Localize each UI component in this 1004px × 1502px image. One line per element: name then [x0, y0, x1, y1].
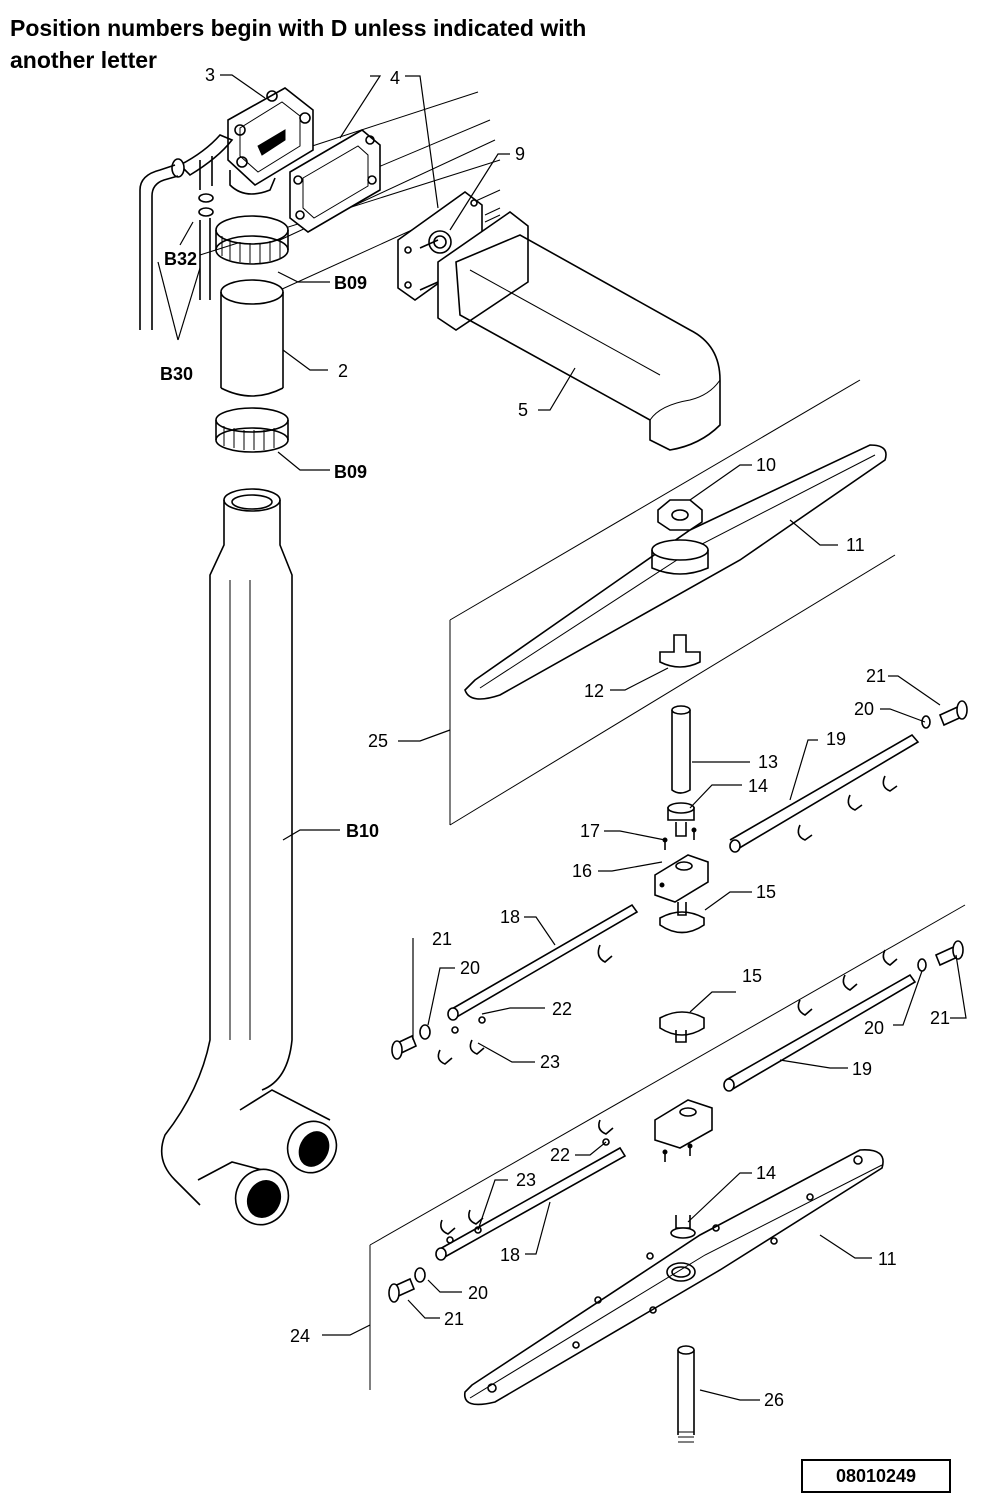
- callout-21-top: 21: [866, 666, 886, 686]
- callout-18-top: 18: [500, 907, 520, 927]
- leader-lines: [157, 74, 967, 1401]
- callout-labels: 3 4 9 B32 B09 B30 2 5 B09 10 11 12 25 21…: [160, 65, 950, 1410]
- part-b10-pipe: [160, 488, 338, 1226]
- callout-23-top: 23: [540, 1052, 560, 1072]
- hub-assembly-bottom: [654, 1011, 713, 1162]
- callout-20-left: 20: [460, 958, 480, 978]
- callout-21-left: 21: [432, 929, 452, 949]
- callout-20-top: 20: [854, 699, 874, 719]
- part-3-flange: [227, 87, 314, 195]
- part-11-upper-spray-arm: [449, 379, 896, 826]
- callout-3: 3: [205, 65, 215, 85]
- drawing-number: 08010249: [801, 1459, 951, 1493]
- callout-22-top: 22: [552, 999, 572, 1019]
- part-2-sleeve: [220, 279, 284, 397]
- callout-11-top: 11: [846, 535, 865, 555]
- header-note: Position numbers begin with D unless ind…: [10, 12, 710, 76]
- part-11-lower-spray-arm: [369, 904, 966, 1443]
- callout-14-top: 14: [748, 776, 768, 796]
- callout-b30: B30: [160, 364, 193, 384]
- callout-23-bottom: 23: [516, 1170, 536, 1190]
- part-4-gasket: [289, 129, 381, 233]
- header-line-2: another letter: [10, 47, 157, 73]
- callout-13: 13: [758, 752, 778, 772]
- callout-14-bottom: 14: [756, 1163, 776, 1183]
- callout-19-top: 19: [826, 729, 846, 749]
- callout-21-right: 21: [930, 1008, 950, 1028]
- callout-5: 5: [518, 400, 528, 420]
- callout-b09-top: B09: [334, 273, 367, 293]
- callout-19-bottom: 19: [852, 1059, 872, 1079]
- part-18-tube-top: [391, 903, 639, 1065]
- callout-25: 25: [368, 731, 388, 751]
- small-tubes: [139, 134, 234, 330]
- callout-26: 26: [764, 1390, 784, 1410]
- callout-15-bottom: 15: [742, 966, 762, 986]
- callout-b09-bottom: B09: [334, 462, 367, 482]
- callout-9: 9: [515, 144, 525, 164]
- callout-16: 16: [572, 861, 592, 881]
- callout-b10: B10: [346, 821, 379, 841]
- header-line-1: Position numbers begin with D unless ind…: [10, 15, 587, 41]
- callout-b32: B32: [164, 249, 197, 269]
- callout-15-top: 15: [756, 882, 776, 902]
- callout-24: 24: [290, 1326, 310, 1346]
- part-19-tube-top: [729, 700, 968, 853]
- callout-4: 4: [390, 68, 400, 88]
- callout-21-bottom: 21: [444, 1309, 464, 1329]
- part-b09-clamp-bottom: [215, 407, 289, 453]
- callout-11-bottom: 11: [878, 1249, 897, 1269]
- callout-22-bottom: 22: [550, 1145, 570, 1165]
- hub-assembly-top: [654, 705, 709, 934]
- callout-18-bottom: 18: [500, 1245, 520, 1265]
- part-5-pipe: [419, 207, 721, 451]
- callout-17: 17: [580, 821, 600, 841]
- callout-12: 12: [584, 681, 604, 701]
- callout-2: 2: [338, 361, 348, 381]
- callout-20-right: 20: [864, 1018, 884, 1038]
- part-b09-clamp-top: [215, 215, 289, 265]
- callout-20-bottom: 20: [468, 1283, 488, 1303]
- callout-10: 10: [756, 455, 776, 475]
